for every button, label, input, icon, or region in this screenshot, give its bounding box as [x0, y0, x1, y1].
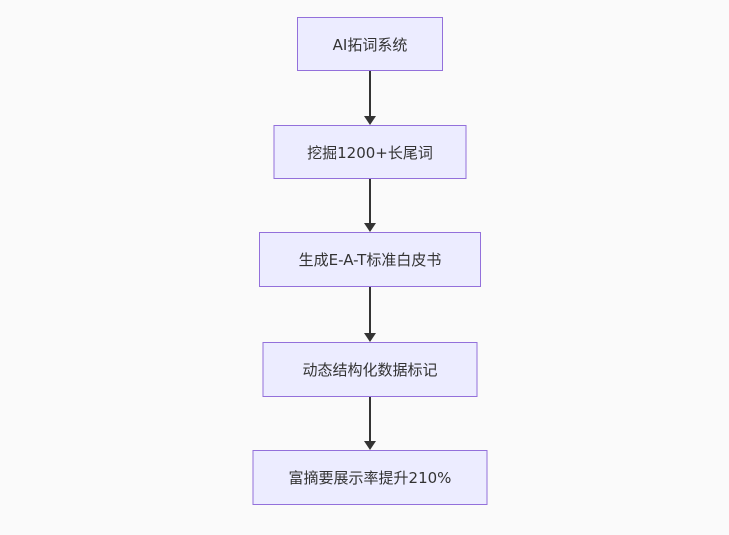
flow-node-structured-data-markup: 动态结构化数据标记 — [262, 342, 478, 397]
node-label: 生成E-A-T标准白皮书 — [298, 251, 442, 269]
node-label: AI拓词系统 — [332, 35, 408, 54]
flow-arrow-4 — [364, 397, 376, 450]
arrow-shaft — [369, 287, 371, 333]
flow-node-ai-word-expansion: AI拓词系统 — [297, 17, 443, 71]
flow-arrow-3 — [364, 287, 376, 342]
flow-node-rich-snippet-rate: 富摘要展示率提升210% — [252, 450, 488, 505]
arrowhead-down-icon — [364, 333, 376, 342]
flow-arrow-1 — [364, 71, 376, 125]
node-label: 动态结构化数据标记 — [302, 361, 438, 379]
node-label: 富摘要展示率提升210% — [288, 469, 452, 487]
arrowhead-down-icon — [364, 441, 376, 450]
arrow-shaft — [369, 179, 371, 223]
node-label: 挖掘1200+长尾词 — [307, 143, 433, 162]
flow-node-longtail-keywords: 挖掘1200+长尾词 — [273, 125, 467, 179]
arrow-shaft — [369, 71, 371, 116]
arrowhead-down-icon — [364, 116, 376, 125]
flow-arrow-2 — [364, 179, 376, 232]
arrowhead-down-icon — [364, 223, 376, 232]
flow-node-eat-whitepaper: 生成E-A-T标准白皮书 — [259, 232, 481, 287]
arrow-shaft — [369, 397, 371, 441]
